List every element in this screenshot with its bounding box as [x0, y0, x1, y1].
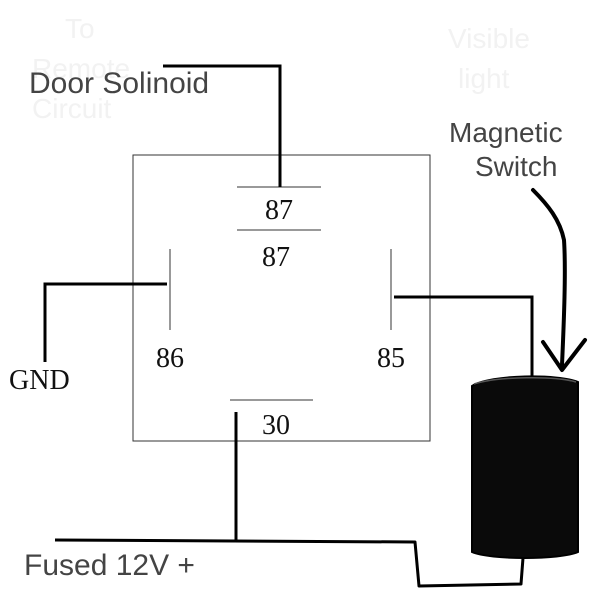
down-arrow-icon — [531, 188, 587, 372]
magnetic-switch-label-line2: Switch — [475, 151, 557, 182]
pin-87-bottom-label: 87 — [262, 242, 290, 273]
pin-30-label: 30 — [262, 410, 290, 441]
fused-12v-label: Fused 12V + — [24, 549, 195, 582]
ghost-text-line: Circuit — [32, 93, 112, 124]
wire-gnd — [43, 282, 167, 362]
wire-door-solenoid — [163, 64, 282, 187]
pin-87-top-label: 87 — [265, 195, 293, 226]
gnd-label: GND — [9, 365, 70, 396]
wire-85-to-switch — [394, 295, 534, 378]
magnetic-switch-icon — [471, 375, 579, 559]
ghost-text-line: To — [65, 13, 95, 44]
pin-85-label: 85 — [377, 343, 405, 374]
ghost-text-line: light — [458, 63, 510, 94]
magnetic-switch-label-line1: Magnetic — [449, 117, 563, 148]
pin-86-label: 86 — [156, 343, 184, 374]
ghost-text-top-right: Visible light — [448, 23, 530, 94]
door-solenoid-label: Door Solinoid — [29, 67, 209, 100]
ghost-text-top-left: To Remote Circuit — [32, 13, 130, 124]
wire-fused-12v — [54, 538, 525, 588]
ghost-text-line: Visible — [448, 23, 530, 54]
ghost-text-line: Remote — [32, 53, 130, 84]
